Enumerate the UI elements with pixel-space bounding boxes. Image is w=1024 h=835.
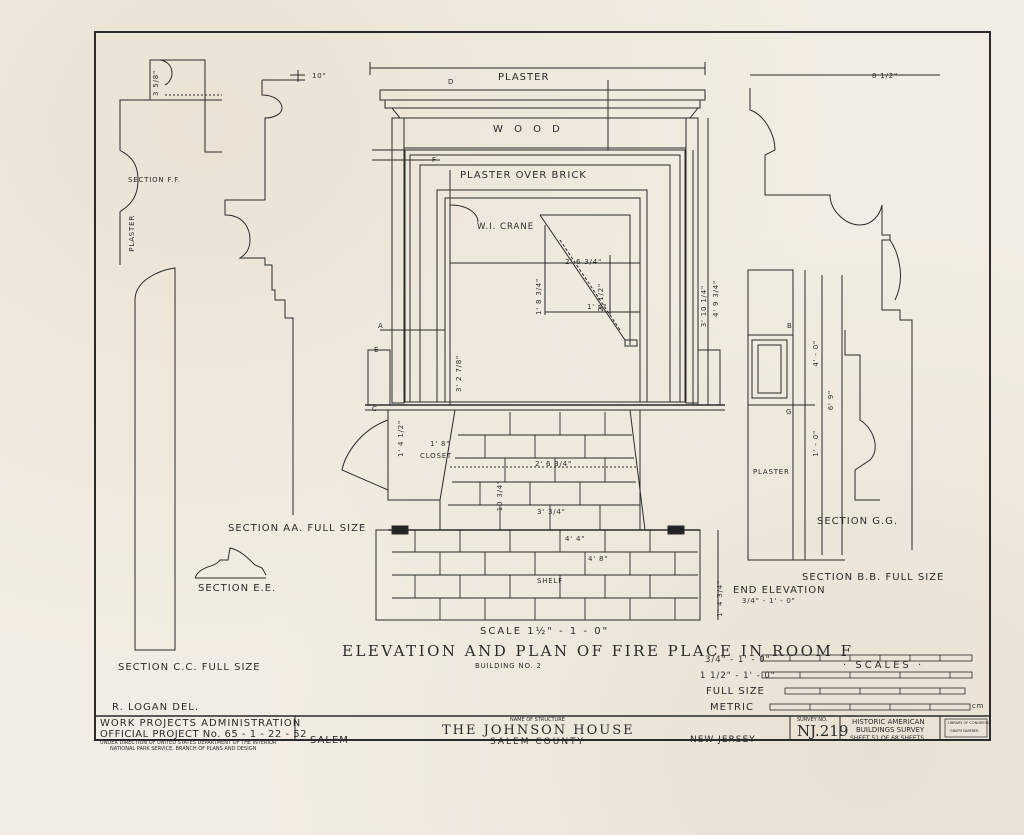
dim-6-9: 6' 9" [827,390,835,411]
section-gg-profile [844,330,880,501]
dim-1-4-3-4: 1' 4 3/4" [716,580,724,617]
dim-2-6-3-4-b: 2' 6 3/4" [535,460,572,468]
shelf-label: SHELF [537,577,564,585]
section-cc-profile [134,267,176,651]
library-line-1: LIBRARY OF CONGRESS [948,721,990,725]
section-aa-label: SECTION AA. FULL SIZE [228,523,367,534]
dim-3-2-7-8: 3' 2 7/8" [455,355,463,392]
agency-line-3: UNDER DIRECTION OF UNITED STATES DEPARTM… [100,740,277,746]
scale-row-3-4: 3/4" - 1' - 0" [705,655,771,665]
dim-3-10-1-4: 3' 10 1/4" [700,285,708,328]
scale-units: cm [972,702,985,710]
delineator-credit: R. LOGAN DEL. [112,702,200,713]
scales-title: · SCALES · [843,660,925,671]
scale-row-1-1-2: 1 1/2" - 1' - 0" [700,671,776,681]
section-bb-profile [749,74,940,550]
closet-label: CLOSET [420,452,452,460]
plaster-top-label: PLASTER [498,72,550,83]
drawing-title: ELEVATION AND PLAN OF FIRE PLACE IN ROOM… [342,642,854,660]
dim-1-8: 1' 8" [430,440,451,448]
dim-3-5-8: 3 5/8" [152,70,160,96]
habs-line-1: HISTORIC AMERICAN [852,718,925,726]
name-of-structure-caption: NAME OF STRUCTURE [510,717,565,723]
sheet-number: SHEET 51 OF 68 SHEETS [850,735,925,742]
agency-line-2: OFFICIAL PROJECT No. 65 - 1 - 22 - 52 [100,729,307,740]
scales-graphic [761,654,973,711]
habs-line-2: BUILDINGS SURVEY [856,726,925,734]
plaster-over-brick-label: PLASTER OVER BRICK [460,170,587,181]
mark-g: G [786,408,793,416]
section-ff-profile [119,59,222,265]
section-bb-label: SECTION B.B. FULL SIZE [802,572,945,583]
section-gg-label: SECTION G.G. [817,516,899,527]
end-elevation-label: END ELEVATION [733,585,826,596]
agency-line-1: WORK PROJECTS ADMINISTRATION [100,718,302,729]
dim-3-3-4: 3' 3/4" [537,508,566,516]
dim-2-6-3-4: 2' 6 3/4" [565,258,602,266]
drawing-subtitle: BUILDING NO. 2 [475,662,542,670]
scale-row-full-size: FULL SIZE [706,686,765,697]
section-ee-profile [194,547,267,579]
survey-number: NJ.219 [797,722,849,740]
structure-name: THE JOHNSON HOUSE [442,723,635,738]
library-stamp [944,718,988,738]
section-ff-label: SECTION F.F. [128,176,181,184]
dim-4-9-3-4: 4' 9 3/4" [712,280,720,317]
section-aa-profile [224,70,305,515]
mark-c: C [372,405,378,413]
dim-4-8: 4' 8" [588,555,609,563]
mark-d: D [448,78,455,86]
library-line-2: GRAPH NUMBER [950,729,979,733]
dim-10-3-4: 10 3/4" [496,480,504,512]
county: SALEM COUNTY [490,737,586,747]
wi-crane-label: W.I. CRANE [477,222,535,232]
fireplace-elevation [365,62,725,411]
city: SALEM [310,735,349,746]
dim-1-8-3-4: 1' 8 3/4" [535,278,543,315]
state: NEW JERSEY [690,735,756,745]
dim-1-0: 1' - 0" [812,430,820,457]
scale-label: SCALE 1½" - 1 - 0" [480,626,610,637]
mark-a: A [378,322,384,330]
mark-b: B [787,322,793,330]
end-elevation [747,269,845,561]
dim-10: 10" [312,72,327,80]
plaster-vertical-label: PLASTER [128,215,136,252]
survey-caption: SURVEY NO. [797,717,828,723]
section-cc-label: SECTION C.C. FULL SIZE [118,662,261,673]
fireplace-plan [341,409,719,621]
sheet-border [94,31,991,741]
wood-label: W O O D [493,124,564,135]
section-ee-label: SECTION E.E. [198,583,277,594]
mark-f: F [432,156,437,164]
scale-row-metric: METRIC [710,702,754,713]
dim-4-0: 4' - 0" [812,340,820,367]
agency-line-4: NATIONAL PARK SERVICE, BRANCH OF PLANS A… [110,746,257,752]
dim-1-4: 1' 4" [587,303,608,311]
mark-e: E [374,346,380,354]
dim-1-4-1-2: 1' 4 1/2" [397,420,405,457]
dim-4-4: 4' 4" [565,535,586,543]
plaster-end-label: PLASTER [753,468,790,476]
end-elevation-scale: 3/4" - 1' - 0" [742,597,796,605]
dim-8-1-2: 8 1/2" [872,72,898,80]
